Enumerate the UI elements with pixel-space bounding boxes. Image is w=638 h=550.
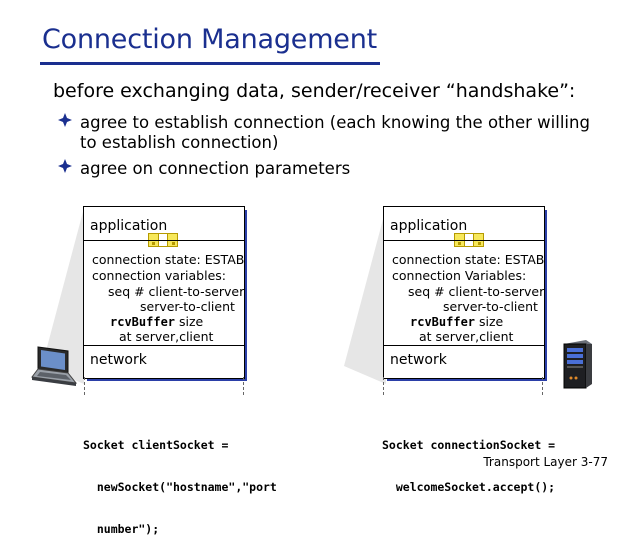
rcvbuffer-line: rcvBuffer size xyxy=(110,314,203,329)
intro-text: before exchanging data, sender/receiver … xyxy=(53,80,576,102)
connection-vars-label: connection variables: xyxy=(92,268,226,283)
network-divider xyxy=(384,345,544,346)
code-line: welcomeSocket.accept(); xyxy=(382,480,556,494)
at-server-client: at server,client xyxy=(419,329,514,344)
bullet-item-2: agree on connection parameters xyxy=(58,159,618,179)
seq-client-to-server: seq # client-to-server xyxy=(108,284,245,299)
rcvbuffer-size: size xyxy=(475,314,504,329)
rcvbuffer-var: rcvBuffer xyxy=(110,315,176,329)
left-dash-line-1 xyxy=(84,377,85,395)
connection-vars-label: connection Variables: xyxy=(392,268,527,283)
bullet-2-line1: agree on connection parameters xyxy=(80,159,351,178)
network-divider xyxy=(84,345,244,346)
rcvbuffer-var: rcvBuffer xyxy=(410,315,476,329)
bullet-item-1: agree to establish connection (each know… xyxy=(58,113,618,153)
connection-state: connection state: ESTAB xyxy=(392,252,545,267)
left-dash-line-2 xyxy=(243,377,244,395)
slide-footer: Transport Layer 3-77 xyxy=(483,455,608,469)
code-line: newSocket("hostname","port xyxy=(83,480,277,494)
seq-client-to-server: seq # client-to-server xyxy=(408,284,545,299)
code-line: number"); xyxy=(83,522,160,536)
code-line: Socket clientSocket = xyxy=(83,438,229,452)
bullet-1-line1: agree to establish connection (each know… xyxy=(80,113,590,132)
rcvbuffer-size: size xyxy=(175,314,204,329)
page-title: Connection Management xyxy=(42,24,378,55)
diamond-bullet-icon xyxy=(58,159,72,173)
network-layer-label: network xyxy=(90,352,147,368)
left-protocol-stack: application connection state: ESTAB conn… xyxy=(83,206,245,379)
rcvbuffer-line: rcvBuffer size xyxy=(410,314,503,329)
perspective-shade-right xyxy=(344,208,386,384)
client-socket-code: Socket clientSocket = newSocket("hostnam… xyxy=(83,410,277,550)
code-line: Socket connectionSocket = xyxy=(382,438,556,452)
diamond-bullet-icon xyxy=(58,113,72,127)
laptop-icon xyxy=(31,346,78,386)
at-server-client: at server,client xyxy=(119,329,214,344)
bullet-1-line2: to establish connection) xyxy=(80,133,279,152)
seq-server-to-client: server-to-client xyxy=(140,299,235,314)
application-layer-label: application xyxy=(390,218,468,234)
right-dash-line-1 xyxy=(383,377,384,395)
application-layer-label: application xyxy=(90,218,168,234)
title-underline xyxy=(40,62,380,65)
seq-server-to-client: server-to-client xyxy=(443,299,538,314)
perspective-shade-left xyxy=(42,208,84,384)
right-protocol-stack: application connection state: ESTAB conn… xyxy=(383,206,545,379)
app-divider xyxy=(384,240,544,241)
right-dash-line-2 xyxy=(542,377,543,395)
server-icon xyxy=(563,340,592,389)
network-layer-label: network xyxy=(390,352,447,368)
connection-state: connection state: ESTAB xyxy=(92,252,245,267)
app-divider xyxy=(84,240,244,241)
